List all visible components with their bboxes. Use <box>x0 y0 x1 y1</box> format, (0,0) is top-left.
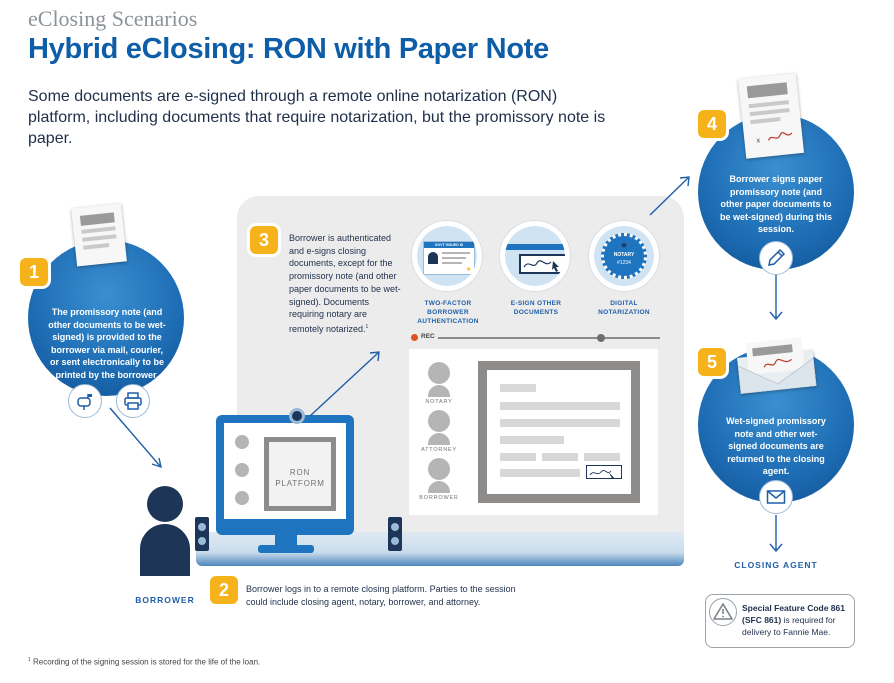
step-1-circle <box>28 240 184 396</box>
notary-seal-icon: ★ NOTARY #1234 <box>601 233 647 279</box>
rec-label: REC <box>421 333 435 340</box>
special-feature-text: Special Feature Code 861 (SFC 861) is re… <box>742 602 852 638</box>
id-card-header: GOVT ISSUED ID <box>424 242 474 248</box>
arrowhead <box>151 457 162 469</box>
arrowhead <box>769 543 783 553</box>
arrowhead <box>369 351 380 362</box>
doc-line <box>500 384 536 392</box>
step-1-text: The promissory note (and other documents… <box>48 307 166 380</box>
notary-seal-number: #1234 <box>617 260 631 266</box>
borrower-label: BORROWER <box>135 595 195 605</box>
arrowhead <box>679 176 690 187</box>
feature-esign-ring <box>500 221 570 291</box>
participant-notary <box>428 362 450 397</box>
warning-icon <box>709 598 737 626</box>
footnote-text: Recording of the signing session is stor… <box>30 657 261 667</box>
step-4-document-icon: x <box>737 73 805 159</box>
printer-icon <box>116 384 150 418</box>
monitor-stand <box>275 535 297 547</box>
participant-attorney-label: ATTORNEY <box>421 447 457 453</box>
svg-text:x: x <box>756 137 761 144</box>
doc-line <box>542 453 578 461</box>
mailbox-icon <box>68 384 102 418</box>
arrowhead <box>769 311 783 321</box>
esign-icon <box>519 254 565 274</box>
participant-attorney <box>428 410 450 445</box>
footnote: 1 Recording of the signing session is st… <box>28 657 260 667</box>
monitor-label-platform: PLATFORM <box>275 479 325 488</box>
speaker-left-icon <box>195 517 209 551</box>
monitor-label-ron: RON <box>289 468 311 477</box>
step-5-text: Wet-signed promissory note and other wet… <box>726 416 826 476</box>
doc-line <box>584 453 620 461</box>
doc-line <box>500 453 536 461</box>
page-title: Hybrid eClosing: RON with Paper Note <box>28 33 549 65</box>
envelope-icon <box>759 480 793 514</box>
webcam-icon <box>289 408 305 424</box>
rec-dot <box>411 334 418 341</box>
monitor-doc <box>264 437 336 511</box>
arrow-monitor-to-step3 <box>309 352 379 417</box>
feature-notarization-label: DIGITAL NOTARIZATION <box>598 300 650 316</box>
participant-borrower-label: BORROWER <box>419 495 459 501</box>
pen-icon <box>759 241 793 275</box>
feature-notarization-ring: ★ NOTARY #1234 <box>589 221 659 291</box>
participant-notary-label: NOTARY <box>425 399 453 405</box>
speaker-right-icon <box>388 517 402 551</box>
step-3-body: Borrower is authenticated and e-signs cl… <box>289 233 401 334</box>
arrow-panel-to-step4 <box>649 177 689 216</box>
feature-authentication-ring: GOVT ISSUED ID ★ <box>412 221 482 291</box>
step-5-envelope-icon <box>736 336 817 394</box>
id-card-icon: GOVT ISSUED ID ★ <box>423 241 475 275</box>
arrow-step1-to-borrower <box>109 407 161 467</box>
doc-signature-box-icon <box>586 465 622 482</box>
step-3-text: Borrower is authenticated and e-signs cl… <box>289 232 401 336</box>
page-subtitle: Some documents are e-signed through a re… <box>28 88 606 147</box>
eyebrow: eClosing Scenarios <box>28 6 198 31</box>
special-feature-code: Special Feature Code 861 (SFC 861) <box>742 603 845 625</box>
footnote-mark: 1 <box>28 657 31 663</box>
rec-progress-handle <box>597 334 605 342</box>
closing-agent-label: CLOSING AGENT <box>734 560 818 570</box>
rec-progress-track <box>438 337 660 339</box>
feature-esign-label: E-SIGN OTHER DOCUMENTS <box>510 300 562 316</box>
doc-line <box>500 469 580 477</box>
special-feature-rest: is required for delivery to Fannie Mae. <box>742 615 836 637</box>
doc-line <box>500 419 620 427</box>
monitor-participants <box>232 435 254 515</box>
step-1-badge: 1 <box>20 258 48 286</box>
step-2-badge: 2 <box>210 576 238 604</box>
step-2-text: Borrower logs in to a remote closing pla… <box>246 584 516 607</box>
step-4-badge: 4 <box>698 110 726 138</box>
participant-borrower <box>428 458 450 493</box>
doc-line <box>500 436 564 444</box>
notary-seal-text: NOTARY <box>613 252 635 258</box>
doc-line <box>500 402 620 410</box>
borrower-figure-icon <box>140 486 190 590</box>
step-4-text: Borrower signs paper promissory note (an… <box>720 174 832 234</box>
feature-authentication-label: TWO-FACTOR BORROWER AUTHENTICATION <box>417 300 479 325</box>
step-3-badge: 3 <box>250 226 278 254</box>
step-5-badge: 5 <box>698 348 726 376</box>
monitor-base <box>258 545 314 553</box>
step-3-footnote-mark: 1 <box>365 323 369 330</box>
